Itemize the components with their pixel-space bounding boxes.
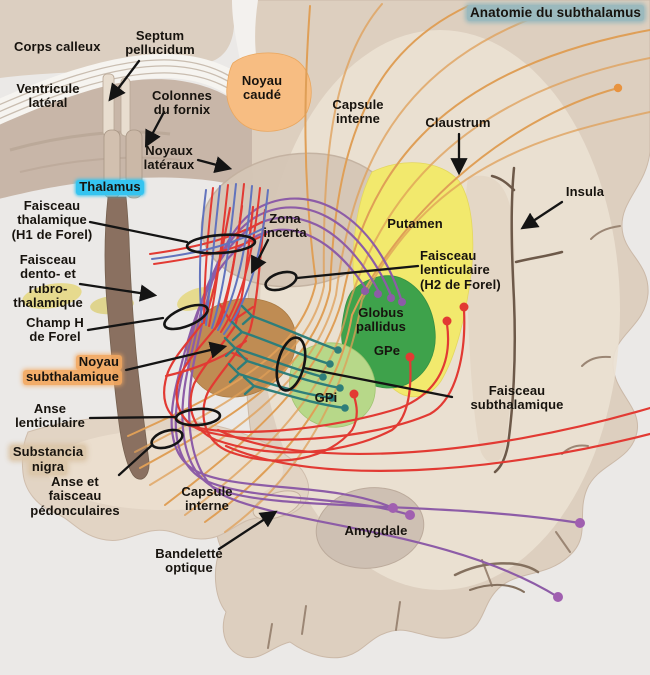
fornix-column [104, 196, 150, 480]
caudate-region [226, 52, 312, 132]
arrow-zona-incerta [251, 238, 270, 274]
arrow-fornix [144, 110, 166, 148]
leader-champ-h [86, 316, 165, 332]
label-gpi: GPi [314, 390, 338, 405]
label-claustrum: Claustrum [425, 115, 491, 130]
label-anse-pedonculaires: Anse et faisceau pédonculaires [30, 474, 120, 518]
orange-fiber-endpoint [613, 83, 623, 93]
arrow-dento-rubro [78, 282, 158, 302]
label-faisceau-dento: Faisceau dento- et rubro- thalamique [13, 252, 83, 310]
ellipse-faisceau-lenticulaire [264, 270, 298, 292]
leader-lines [78, 59, 564, 551]
label-champ-h: Champ H de Forel [26, 315, 84, 345]
label-faisceau-subthalamique: Faisceau subthalamique [470, 383, 564, 413]
label-faisceau-thalamique: Faisceau thalamique (H1 de Forel) [11, 198, 93, 242]
septum-fornix [102, 73, 143, 199]
label-putamen: Putamen [387, 216, 443, 231]
label-gpe: GPe [373, 343, 401, 358]
label-globus-pallidus: Globus pallidus [356, 305, 406, 335]
arrow-insula [520, 200, 564, 230]
label-zona-incerta: Zona incerta [263, 211, 307, 241]
ellipse-faisceau-thalamique [185, 233, 257, 255]
hippocampus-curl [453, 562, 540, 593]
ellipse-champ-h [163, 303, 209, 331]
leader-anse-lenticulaire [88, 415, 178, 420]
purple-fiber-endpoints [361, 287, 585, 602]
teal-fiber-endpoints [319, 346, 349, 412]
label-noyau-caude: Noyau caudé [241, 73, 283, 103]
leader-anse-pedonculaires [117, 444, 153, 477]
ellipse-anse-pedonculaires [150, 428, 184, 450]
arrow-bandelette [217, 510, 278, 551]
label-noyaux-lateraux: Noyaux latéraux [143, 143, 195, 173]
arrow-noyau-subthalamique [124, 341, 228, 372]
arrow-noyaux-lateraux [196, 156, 233, 174]
diagram-title: Anatomie du subthalamus [463, 5, 648, 21]
leader-faisceau-lenticulaire [295, 264, 420, 280]
label-septum-pellucidum: Septum pellucidum [125, 28, 195, 58]
teal-fibers [223, 304, 347, 410]
label-colonnes-fornix: Colonnes du fornix [151, 88, 213, 118]
insula-band [465, 175, 515, 463]
label-ventricule-lateral: Ventricule latéral [16, 81, 80, 111]
arrow-septum [108, 59, 141, 102]
label-corps-calleux: Corps calleux [14, 39, 101, 54]
annotation-ellipses [150, 233, 307, 450]
label-insula: Insula [565, 184, 605, 199]
ellipse-anse-lenticulaire [174, 407, 222, 427]
label-anse-lenticulaire: Anse lenticulaire [15, 401, 85, 431]
label-amygdale: Amygdale [344, 523, 408, 538]
label-faisceau-lenticulaire: Faisceau lenticulaire (H2 de Forel) [420, 248, 501, 292]
insular-sulci [490, 166, 564, 474]
label-thalamus: Thalamus [68, 179, 152, 195]
label-capsule-interne-inf: Capsule interne [181, 484, 233, 514]
label-capsule-interne-sup: Capsule interne [332, 97, 384, 127]
leader-faisceau-thalamique [88, 220, 189, 244]
label-bandelette-optique: Bandelette optique [155, 546, 223, 576]
leader-faisceau-subthalamique [302, 366, 454, 399]
red-fiber-endpoints [349, 302, 469, 399]
orange-fibers [127, 3, 650, 533]
